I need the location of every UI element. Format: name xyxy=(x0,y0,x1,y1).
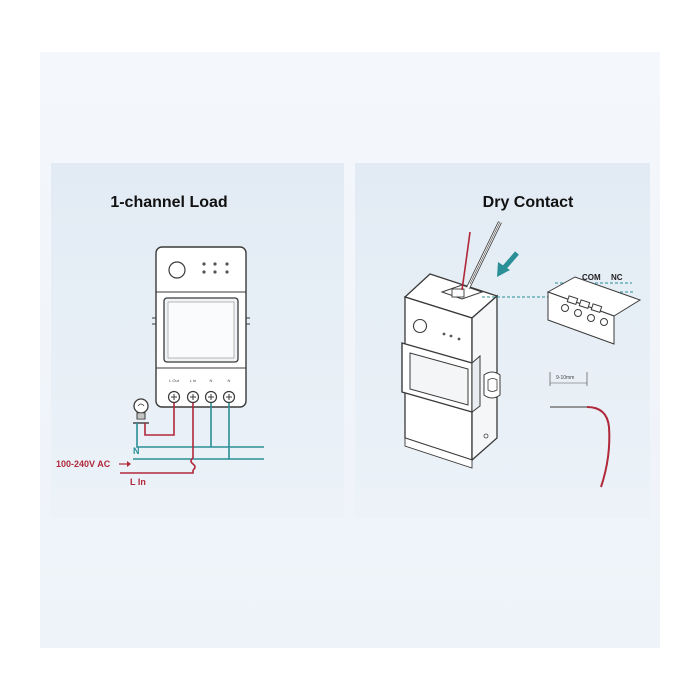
voltage-label: 100-240V AC xyxy=(56,459,111,469)
dry-contact-device xyxy=(401,273,501,469)
line-in-label: L In xyxy=(130,477,146,487)
com-label: COM xyxy=(582,273,601,282)
light-bulb-icon xyxy=(133,398,149,424)
nc-label: NC xyxy=(611,273,623,282)
button-icon xyxy=(168,261,186,279)
panel-dry-contact xyxy=(355,163,650,518)
wire-strip-measurement xyxy=(549,372,611,488)
terminal-label-n2: N xyxy=(227,378,231,383)
panel-title-load: 1-channel Load xyxy=(110,194,228,211)
neutral-label: N xyxy=(133,446,140,456)
input-wire xyxy=(461,231,471,291)
screwdriver-icon xyxy=(466,221,502,289)
load-wiring xyxy=(120,403,264,474)
terminal-zoom-detail xyxy=(546,276,642,345)
voltage-arrow-icon xyxy=(119,461,131,467)
insert-arrow-icon xyxy=(497,251,519,277)
strip-length-label: 9-10mm xyxy=(556,375,575,381)
terminal-screws xyxy=(167,390,236,404)
terminal-label-n: N xyxy=(209,378,213,383)
terminal-label-l-in: L In xyxy=(189,378,197,383)
power-meter-device xyxy=(152,246,250,408)
terminal-label-l-out: L Out xyxy=(169,378,179,383)
panel-title-dry-contact: Dry Contact xyxy=(482,194,574,211)
